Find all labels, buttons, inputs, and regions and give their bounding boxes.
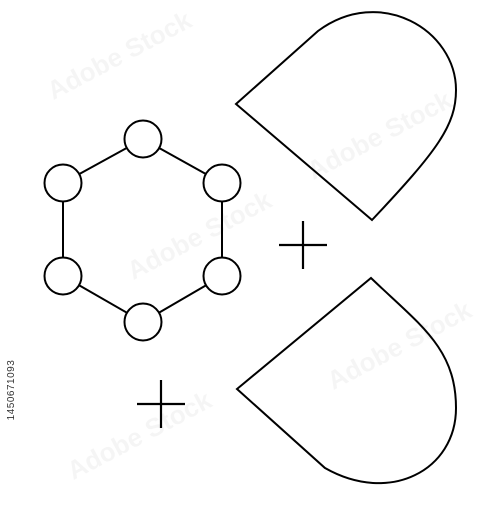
plus-icon xyxy=(279,221,327,269)
leaf-bottom-icon xyxy=(235,276,458,485)
atom xyxy=(123,302,163,342)
hexagon-molecule-icon xyxy=(43,119,242,342)
stock-id-text: 1450671093 xyxy=(6,359,17,421)
atom xyxy=(202,163,242,203)
atom xyxy=(123,119,163,159)
plus-icon xyxy=(137,380,185,428)
atom xyxy=(43,256,83,296)
leaf-top-icon xyxy=(234,11,458,222)
atom xyxy=(202,256,242,296)
atom xyxy=(43,163,83,203)
